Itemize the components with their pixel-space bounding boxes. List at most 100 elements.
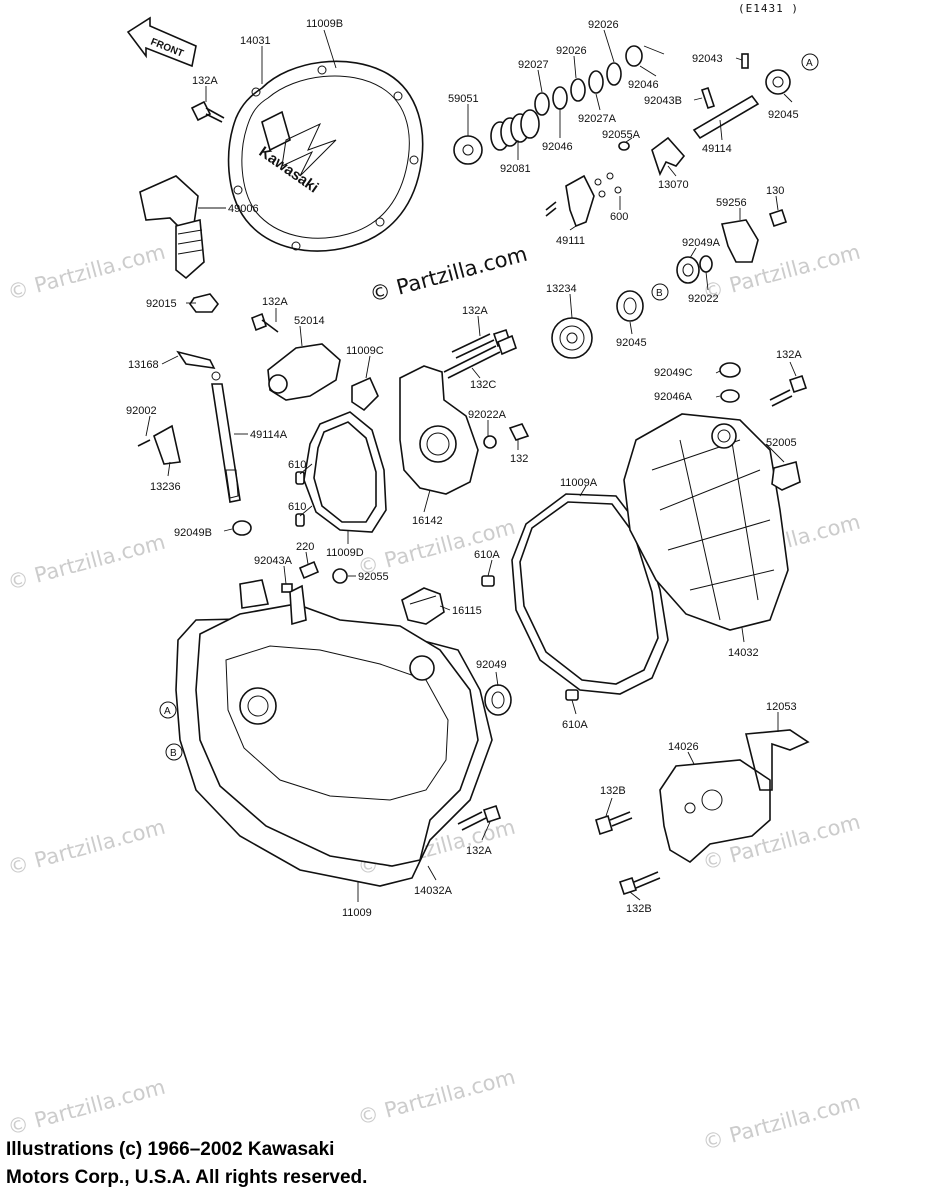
label-610: 610: [288, 501, 306, 513]
seal-92049B: [232, 520, 252, 536]
label-12053: 12053: [766, 701, 797, 713]
bearing-92045-top: [765, 69, 791, 95]
label-92046: 92046: [542, 141, 573, 153]
label-13234: 13234: [546, 283, 577, 295]
callout-a-top: A: [801, 53, 819, 71]
filler-cap-16115: [401, 587, 445, 625]
label-132C: 132C: [470, 379, 496, 391]
leader-lines: [145, 29, 797, 902]
label-59051: 59051: [448, 93, 479, 105]
watermark: © Partzilla.com: [5, 1075, 168, 1140]
label-49114A: 49114A: [250, 429, 288, 441]
part-labels: 11009B 14031 132A 49006 92015 132A 52014…: [126, 18, 802, 919]
label-600: 600: [610, 211, 628, 223]
pin-92043: [741, 53, 749, 69]
washer-92027: [534, 92, 550, 116]
callout-b-left: B: [165, 743, 183, 761]
label-92027: 92027: [518, 59, 549, 71]
label-92046A: 92046A: [654, 391, 693, 403]
label-92055A: 92055A: [602, 129, 641, 141]
label-14026: 14026: [668, 741, 699, 753]
label-92022A: 92022A: [468, 409, 507, 421]
label-92043: 92043: [692, 53, 723, 65]
label-14031: 14031: [240, 35, 271, 47]
label-11009D: 11009D: [326, 547, 364, 559]
crankcase-cover-14032A: [175, 579, 493, 887]
watermark: © Partzilla.com: [5, 240, 168, 305]
oring-92055A: [618, 141, 630, 151]
label-92043A: 92043A: [254, 555, 293, 567]
seal-92049A: [676, 256, 700, 284]
watermark: © Partzilla.com: [5, 815, 168, 880]
washer-92022A: [483, 435, 497, 449]
label-92049: 92049: [476, 659, 507, 671]
label-59256: 59256: [716, 197, 747, 209]
shaft-49114: [692, 94, 760, 140]
label-92026: 92026: [588, 19, 619, 31]
oring-92055: [332, 568, 348, 584]
washer-92026-top: [606, 62, 622, 86]
washer-92022: [699, 255, 713, 273]
washer-92046: [552, 86, 568, 110]
bolt-132A: [190, 100, 225, 123]
bolt-220: [298, 560, 320, 580]
pump-housing-16142: [399, 365, 479, 495]
label-610: 610: [288, 459, 306, 471]
seal-92046-top: [625, 45, 643, 67]
label-92045: 92045: [768, 109, 799, 121]
label-92055: 92055: [358, 571, 389, 583]
clutch-cover-14031: Kawasaki: [227, 60, 424, 252]
gasket-11009C: [351, 376, 379, 412]
label-132A: 132A: [776, 349, 802, 361]
label-16115: 16115: [452, 605, 482, 617]
front-arrow: FRONT: [126, 16, 197, 68]
label-92002: 92002: [126, 405, 157, 417]
label-49006: 49006: [228, 203, 259, 215]
label-11009: 11009: [342, 907, 372, 919]
bearing-92049: [484, 684, 512, 716]
label-132: 132: [510, 453, 528, 465]
washer-92027A: [588, 70, 604, 94]
label-92045: 92045: [616, 337, 647, 349]
label-14032: 14032: [728, 647, 759, 659]
pin-92043A: [281, 583, 293, 593]
bolt-132A-right: [769, 374, 808, 407]
gasket-11009A: [511, 493, 669, 695]
shaft-49111: [545, 172, 622, 228]
label-92022: 92022: [688, 293, 719, 305]
label-52014: 52014: [294, 315, 325, 327]
hose-49006: [139, 175, 205, 280]
sprocket-59051: [453, 135, 483, 165]
lever-13236: [137, 424, 181, 465]
label-11009B: 11009B: [306, 18, 343, 30]
label-92049A: 92049A: [682, 237, 721, 249]
label-92081: 92081: [500, 163, 531, 175]
label-92046: 92046: [628, 79, 659, 91]
label-132A: 132A: [466, 845, 492, 857]
gear-13234: [551, 317, 593, 359]
label-92049C: 92049C: [654, 367, 693, 379]
bracket-14026: [659, 729, 810, 863]
cover-14032: [623, 413, 789, 631]
label-92015: 92015: [146, 298, 177, 310]
label-92027A: 92027A: [578, 113, 617, 125]
callout-b-letter: B: [656, 288, 663, 299]
label-132A: 132A: [192, 75, 218, 87]
label-220: 220: [296, 541, 314, 553]
dowel-pin-610A: [481, 575, 495, 587]
dowel-pin-610: [295, 471, 305, 485]
label-92026: 92026: [556, 45, 587, 57]
bolt-132: [508, 423, 530, 441]
label-16142: 16142: [412, 515, 443, 527]
callout-a-letter: A: [806, 58, 813, 69]
diagram-code: (E1431 ): [738, 2, 799, 15]
callout-b-letter: B: [170, 748, 177, 759]
callout-a-left: A: [159, 701, 177, 719]
bolt-130: [768, 208, 788, 228]
nut-92015: [189, 293, 220, 313]
label-13236: 13236: [150, 481, 181, 493]
bushing-52005: [771, 461, 801, 491]
seal-92046A: [720, 389, 740, 403]
dowel-pin-610A: [565, 689, 579, 701]
label-11009C: 11009C: [346, 345, 384, 357]
